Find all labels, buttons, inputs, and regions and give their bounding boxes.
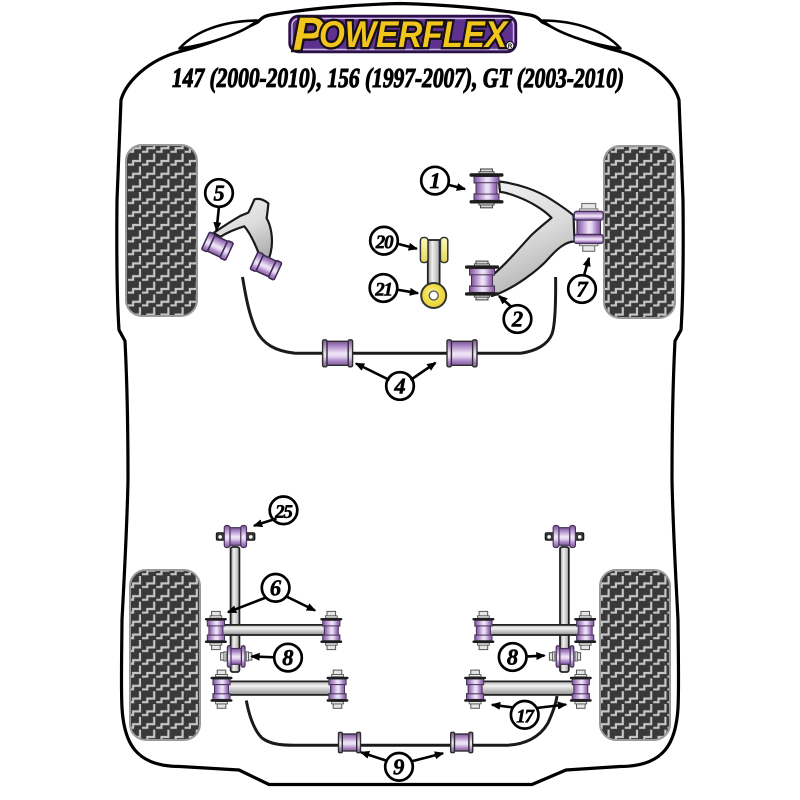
svg-text:8: 8 [507,645,518,670]
svg-text:20: 20 [375,232,394,253]
svg-text:5: 5 [213,180,224,205]
svg-text:OWERFLEX: OWERFLEX [319,14,509,55]
svg-text:147 (2000-2010), 156 (1997-200: 147 (2000-2010), 156 (1997-2007), GT (20… [172,62,624,93]
svg-text:17: 17 [516,706,535,727]
svg-text:4: 4 [393,373,405,398]
svg-text:R: R [508,44,513,50]
svg-text:P: P [293,8,324,60]
svg-text:1: 1 [429,168,440,193]
svg-text:8: 8 [282,645,293,670]
svg-text:9: 9 [393,754,404,779]
svg-text:7: 7 [576,277,588,302]
svg-text:2: 2 [511,307,523,332]
svg-text:6: 6 [270,575,282,600]
svg-text:25: 25 [274,502,293,523]
svg-text:21: 21 [374,279,392,300]
